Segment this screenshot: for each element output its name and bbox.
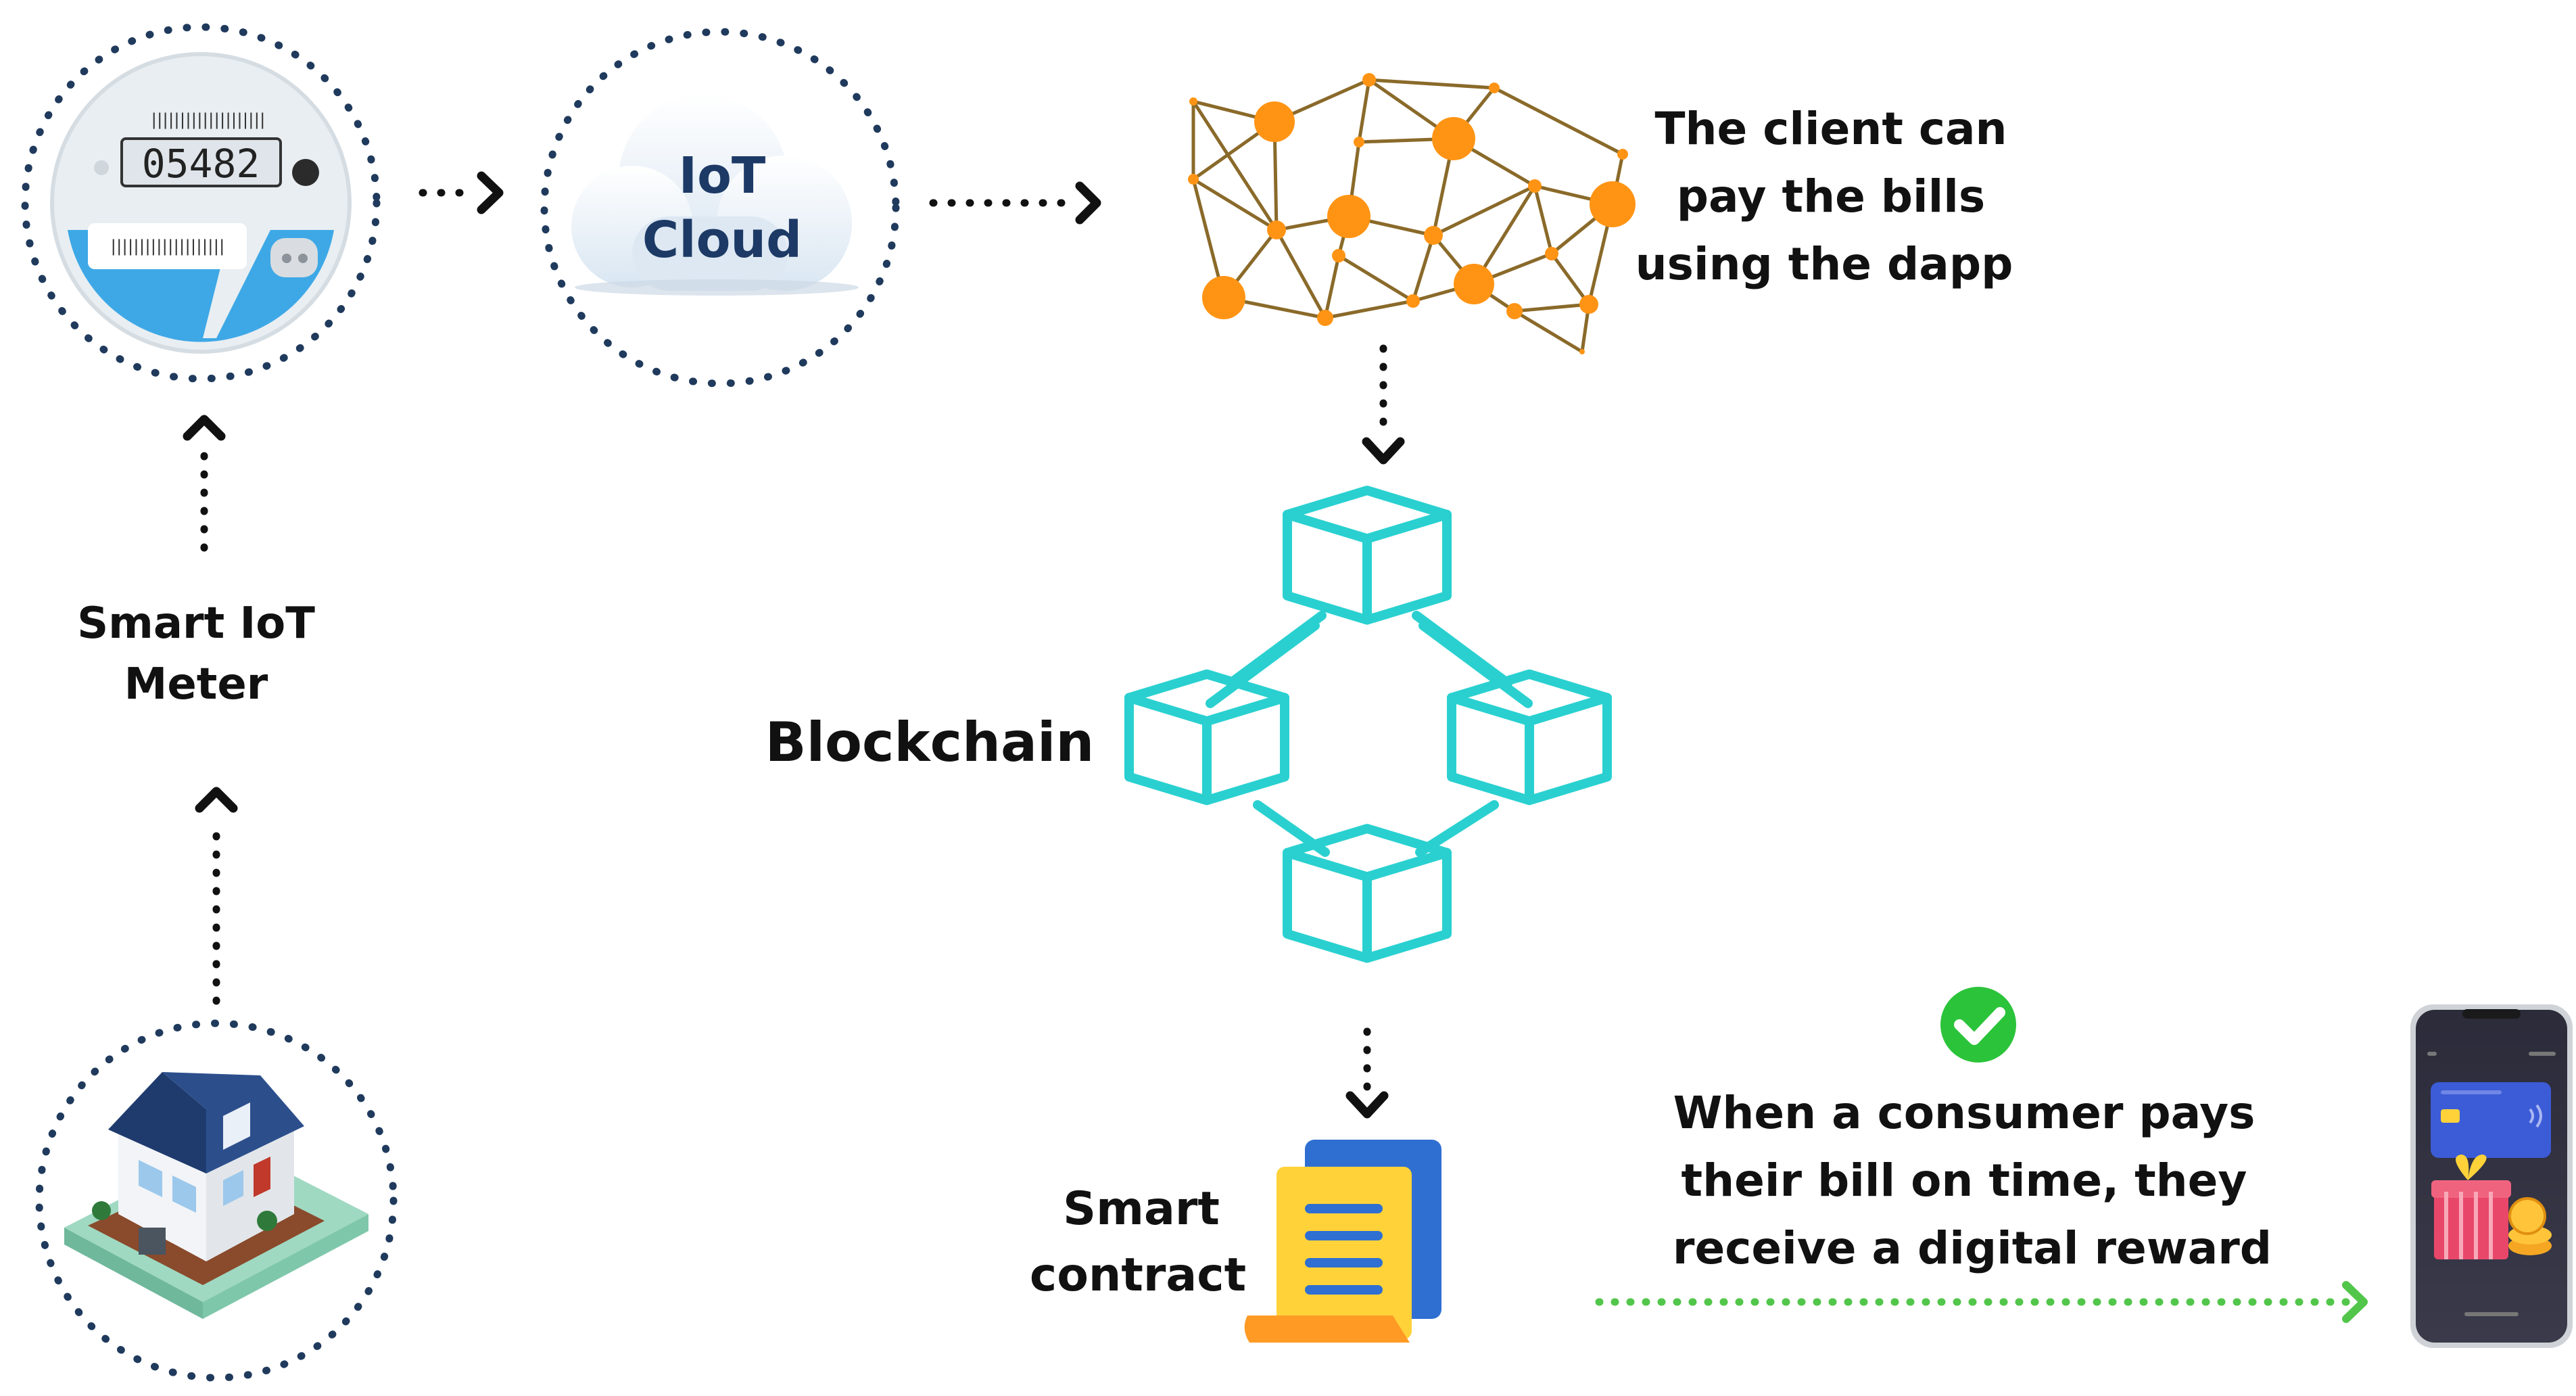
network-node: [1189, 97, 1197, 106]
network-edge: [1337, 254, 1414, 303]
network-edge: [1513, 309, 1583, 354]
arrow-meter-to-cloud: [419, 171, 504, 214]
network-node: [1489, 83, 1500, 93]
contract-document-icon: [1244, 1140, 1441, 1343]
network-edge: [1192, 177, 1278, 232]
meter-reading: 05482: [142, 141, 260, 187]
meter-label-line2: Meter: [124, 659, 268, 709]
meter-barcode-bottom: ||||||||||||||||||||: [109, 237, 224, 256]
network-edge: [1550, 252, 1591, 306]
network-edge: [1432, 184, 1536, 237]
network-node: [1545, 247, 1558, 260]
reward-text-line1: When a consumer pays: [1673, 1087, 2256, 1139]
network-node: [1317, 310, 1333, 326]
blockchain-link: [1418, 621, 1533, 708]
network-node: [1354, 137, 1364, 147]
dapp-text-line3: using the dapp: [1636, 238, 2013, 290]
blockchain-cube-face: [1202, 693, 1289, 806]
network-node: [1579, 295, 1598, 314]
meter-dotted-ring: [21, 23, 381, 383]
house-dotted-ring: [35, 1019, 398, 1382]
cloud-dotted-ring: [540, 28, 900, 388]
network-node: [1254, 101, 1295, 142]
blockchain-cube-face: [1362, 847, 1452, 963]
network-icon: [1188, 73, 1636, 354]
arrow-blockchain-to-contract: [1345, 1027, 1389, 1119]
network-edge: [1411, 235, 1435, 302]
network-edge: [1325, 299, 1414, 320]
network-node: [1454, 264, 1494, 304]
arrow-cloud-to-network: [929, 181, 1101, 225]
network-node: [1617, 149, 1628, 160]
arrow-reward-to-phone: [1595, 1281, 2368, 1323]
network-node: [1267, 220, 1286, 239]
house-icon: [64, 1072, 368, 1319]
blockchain-cube-face: [1283, 847, 1372, 963]
network-edge: [1357, 79, 1371, 143]
network-node: [1327, 195, 1370, 238]
check-circle-icon: [1940, 987, 2016, 1063]
network-edge: [1274, 229, 1327, 319]
smart-meter-icon: 05482 |||||||||||||||||||| |||||||||||||…: [50, 52, 352, 354]
meter-barcode-top: ||||||||||||||||||||: [149, 110, 264, 129]
arrow-house-to-label: [195, 787, 238, 1005]
reward-text-line3: receive a digital reward: [1673, 1222, 2272, 1274]
network-node: [1506, 303, 1523, 319]
blockchain-cube-face: [1283, 486, 1452, 544]
arrow-label-to-meter: [183, 415, 226, 552]
cloud-label-line2: Cloud: [642, 211, 802, 269]
reward-text-line2: their bill on time, they: [1681, 1155, 2247, 1207]
dapp-text-line1: The client can: [1654, 103, 2007, 155]
blockchain-link: [1206, 621, 1320, 708]
network-node: [1406, 294, 1420, 308]
meter-label-line1: Smart IoT: [77, 599, 315, 649]
network-node: [1332, 249, 1345, 262]
blockchain-label: Blockchain: [765, 711, 1095, 774]
smartphone-wallet-icon: [2410, 1004, 2573, 1348]
network-node: [1188, 174, 1199, 185]
dapp-text: The client can pay the bills using the d…: [1636, 103, 2013, 290]
network-edge: [1514, 302, 1590, 313]
dapp-text-line2: pay the bills: [1677, 170, 1985, 223]
arrow-network-to-blockchain: [1362, 344, 1405, 465]
cloud-label-line1: IoT: [679, 147, 766, 205]
blockchain-cube-face: [1525, 693, 1612, 806]
blockchain-cube-face: [1447, 693, 1534, 806]
contract-label-line1: Smart: [1063, 1182, 1220, 1236]
network-edge: [1368, 78, 1495, 90]
network-edge: [1191, 100, 1279, 231]
blockchain-cube-face: [1447, 669, 1612, 726]
network-node: [1432, 117, 1475, 160]
network-edge: [1493, 86, 1624, 156]
blockchain-cube-face: [1362, 509, 1452, 625]
blockchain-icon: [1124, 486, 1612, 963]
network-node: [1362, 73, 1376, 87]
contract-label-line2: contract: [1030, 1249, 1246, 1302]
smart-meter-node: 05482 |||||||||||||||||||| |||||||||||||…: [21, 23, 381, 383]
blockchain-cube-face: [1124, 669, 1289, 726]
network-node: [1579, 349, 1585, 354]
network-node: [1528, 179, 1542, 193]
house-node: [35, 1019, 398, 1382]
network-edge: [1533, 185, 1554, 254]
network-node: [1590, 181, 1636, 227]
network-node: [1202, 276, 1245, 319]
cloud-icon: [571, 95, 859, 296]
blockchain-cube-face: [1283, 509, 1372, 625]
blockchain-cube-face: [1124, 693, 1212, 806]
iot-cloud-node: IoT Cloud: [540, 28, 900, 388]
network-edge: [1323, 255, 1341, 319]
network-node: [1424, 226, 1443, 245]
